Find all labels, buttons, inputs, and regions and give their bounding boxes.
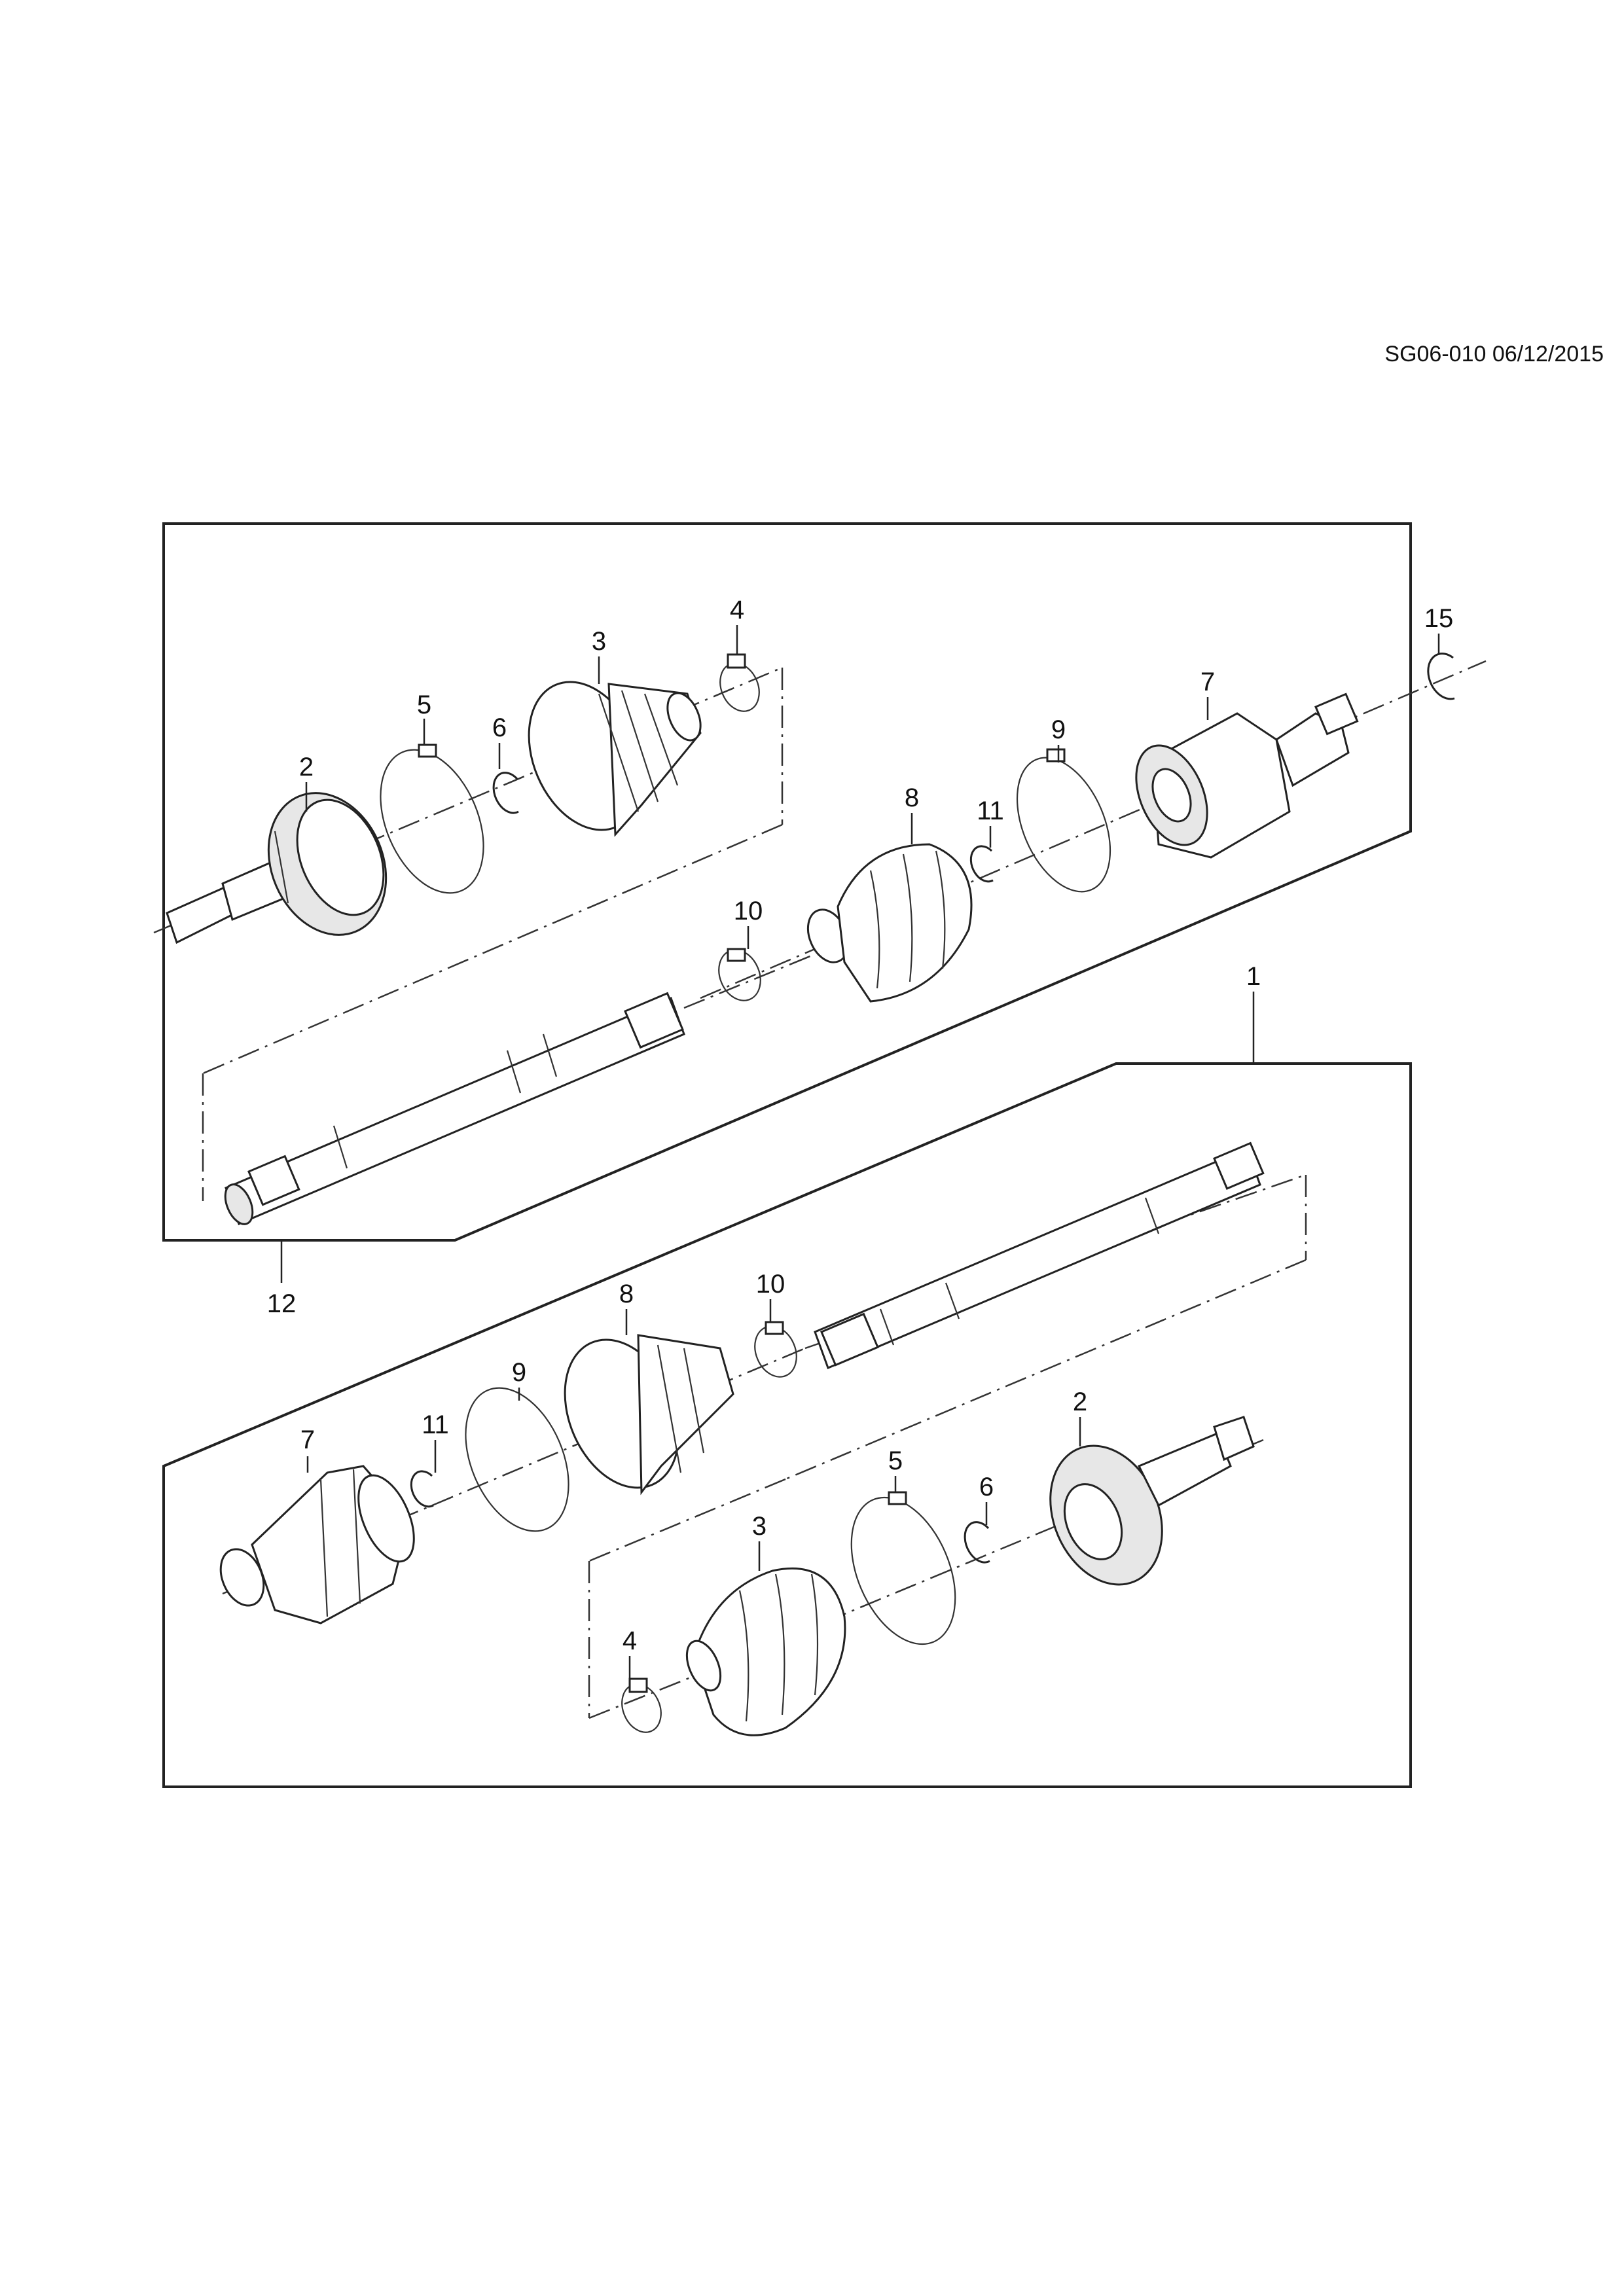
lower-part-8-inner-boot — [564, 1334, 734, 1496]
upper-callout-10: 10 — [734, 897, 763, 925]
lower-part-6-circlip — [964, 1521, 990, 1564]
lower-part-3-outer-boot — [685, 1567, 846, 1736]
upper-part-2-outer-cv-joint — [166, 792, 388, 944]
lower-shaft — [814, 1141, 1265, 1369]
diagram-reference-code: SG06-010 06/12/2015 — [1384, 342, 1604, 367]
upper-part-3-outer-boot — [528, 681, 702, 837]
upper-part-6-circlip — [492, 772, 519, 814]
lower-part-10-clamp — [754, 1321, 797, 1378]
upper-part-4-small-clamp — [719, 653, 760, 712]
upper-callout-6: 6 — [492, 713, 507, 742]
lower-callout-7: 7 — [300, 1426, 315, 1454]
lower-assembly: 1 7 11 9 8 10 2 6 5 3 4 — [162, 962, 1412, 1788]
lower-callout-10: 10 — [756, 1270, 785, 1299]
lower-callout-2: 2 — [1073, 1388, 1087, 1416]
lower-part-5-large-clamp — [850, 1491, 956, 1645]
upper-shaft — [224, 992, 685, 1226]
lower-callout-6: 6 — [979, 1473, 994, 1501]
upper-part-7-tripod-housing — [1135, 692, 1359, 859]
lower-callout-3: 3 — [752, 1512, 767, 1541]
upper-callout-15: 15 — [1424, 604, 1454, 633]
lower-part-11-circlip — [410, 1470, 434, 1508]
upper-part-15-circlip — [1427, 653, 1455, 700]
upper-callout-4: 4 — [730, 596, 744, 624]
lower-part-7-tripod-housing — [219, 1465, 415, 1624]
lower-assembly-frame — [162, 1062, 1412, 1788]
upper-callout-3: 3 — [592, 627, 606, 656]
lower-callout-4: 4 — [623, 1626, 637, 1655]
upper-assembly-label: 12 — [267, 1289, 297, 1318]
lower-assembly-label: 1 — [1246, 962, 1261, 991]
upper-callout-8: 8 — [905, 783, 919, 812]
lower-callout-9: 9 — [512, 1358, 526, 1387]
upper-callout-11: 11 — [977, 797, 1004, 825]
upper-assembly: 2 5 6 3 4 10 8 11 9 7 15 12 — [153, 522, 1487, 1318]
upper-callout-5: 5 — [417, 691, 431, 719]
lower-part-4-small-clamp — [621, 1677, 662, 1733]
upper-part-5-large-clamp — [380, 749, 484, 894]
upper-part-9-large-clamp — [1016, 748, 1111, 893]
upper-callout-2: 2 — [299, 753, 314, 781]
lower-callout-5: 5 — [888, 1446, 903, 1475]
upper-callout-9: 9 — [1051, 715, 1066, 744]
upper-assembly-frame — [162, 522, 1412, 1242]
upper-callout-7: 7 — [1200, 668, 1215, 696]
lower-part-2-outer-cv-joint — [1049, 1416, 1255, 1586]
upper-part-8-inner-boot — [806, 843, 973, 1003]
lower-part-9-large-clamp — [465, 1387, 569, 1532]
upper-part-11-circlip — [969, 845, 994, 883]
lower-callout-11: 11 — [422, 1410, 449, 1439]
lower-callout-8: 8 — [619, 1280, 634, 1308]
upper-part-10-clamp — [718, 948, 761, 1001]
